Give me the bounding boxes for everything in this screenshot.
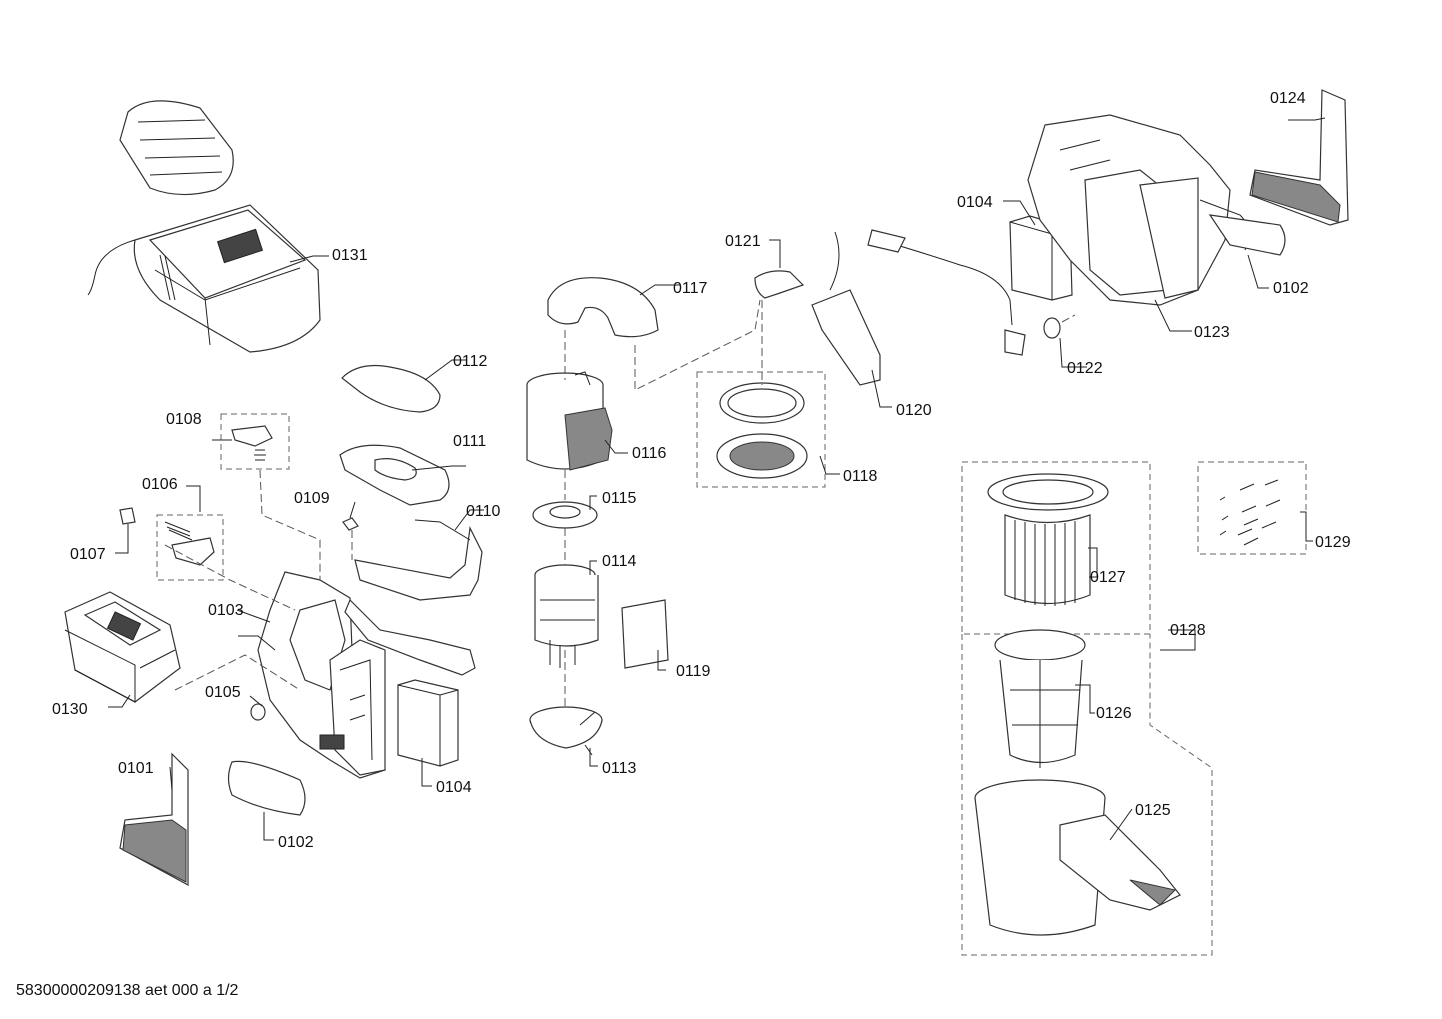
label-0110: 0110 <box>466 503 501 520</box>
part-0114-motor <box>534 564 599 668</box>
label-0112: 0112 <box>453 353 488 370</box>
label-0102-upper: 0102 <box>1273 280 1309 297</box>
label-0119: 0119 <box>676 663 711 680</box>
label-0117: 0117 <box>673 280 708 297</box>
part-0125-dust-container <box>974 779 1181 936</box>
label-0131: 0131 <box>332 247 368 264</box>
label-0124: 0124 <box>1270 90 1306 107</box>
assembly-lines <box>164 299 1076 708</box>
part-0124-grille <box>1249 89 1349 226</box>
label-0116: 0116 <box>632 445 667 462</box>
part-0130-battery <box>64 591 181 703</box>
part-0131-charger <box>87 100 321 353</box>
part-0105-cap <box>250 703 266 721</box>
label-0123: 0123 <box>1194 324 1230 341</box>
label-0105: 0105 <box>205 684 241 701</box>
label-0111: 0111 <box>453 433 486 450</box>
label-0109: 0109 <box>294 490 330 507</box>
label-0113: 0113 <box>602 760 637 777</box>
part-0127-cartridge-filter <box>987 473 1109 606</box>
label-0104-lower: 0104 <box>436 779 472 796</box>
label-0103: 0103 <box>208 602 244 619</box>
part-0102-pad-lower <box>227 760 306 816</box>
part-0120-pcb <box>811 229 1026 386</box>
group-0128-box-lower <box>961 634 1213 956</box>
label-0114: 0114 <box>602 553 637 570</box>
part-0123-main-body <box>1027 114 1286 306</box>
label-0107: 0107 <box>70 546 106 563</box>
part-0107-clip <box>119 507 136 525</box>
label-0128: 0128 <box>1170 622 1206 639</box>
part-0106-spring-latch <box>156 514 224 581</box>
label-0104-upper: 0104 <box>957 194 993 211</box>
part-0111-cover <box>339 444 450 506</box>
part-0103-housing <box>257 571 386 779</box>
label-0108: 0108 <box>166 411 202 428</box>
label-0122: 0122 <box>1067 360 1103 377</box>
part-0110-frame <box>344 519 483 676</box>
part-0115-ring <box>532 501 598 529</box>
part-0104-filter-left <box>397 679 459 767</box>
label-0106: 0106 <box>142 476 178 493</box>
part-0129-screws <box>1197 461 1307 555</box>
label-0115: 0115 <box>602 490 637 507</box>
part-0126-inner-filter <box>994 629 1086 768</box>
label-0120: 0120 <box>896 402 932 419</box>
part-0121-cap <box>754 270 805 299</box>
part-0118-seal-filter <box>696 371 826 488</box>
part-0109-clip <box>342 517 359 531</box>
label-0129: 0129 <box>1315 534 1351 551</box>
label-0125: 0125 <box>1135 802 1171 819</box>
part-0112-lid <box>341 365 441 413</box>
label-0121: 0121 <box>725 233 761 250</box>
label-0130: 0130 <box>52 701 88 718</box>
label-0102-lower: 0102 <box>278 834 314 851</box>
part-0101-grille <box>119 752 189 887</box>
part-0113-base <box>529 706 603 756</box>
document-id: 58300000209138 aet 000 a 1/2 <box>16 982 239 999</box>
part-0122-plug <box>1043 317 1061 339</box>
label-0118: 0118 <box>843 468 878 485</box>
part-0117-tube <box>547 277 659 338</box>
label-0126: 0126 <box>1096 705 1132 722</box>
part-0108-switch <box>220 413 290 470</box>
label-0127: 0127 <box>1090 569 1126 586</box>
label-0101: 0101 <box>118 760 154 777</box>
part-0119-plate <box>621 599 669 669</box>
leader-lines <box>108 117 1326 841</box>
part-0116-motor-housing <box>526 371 613 471</box>
